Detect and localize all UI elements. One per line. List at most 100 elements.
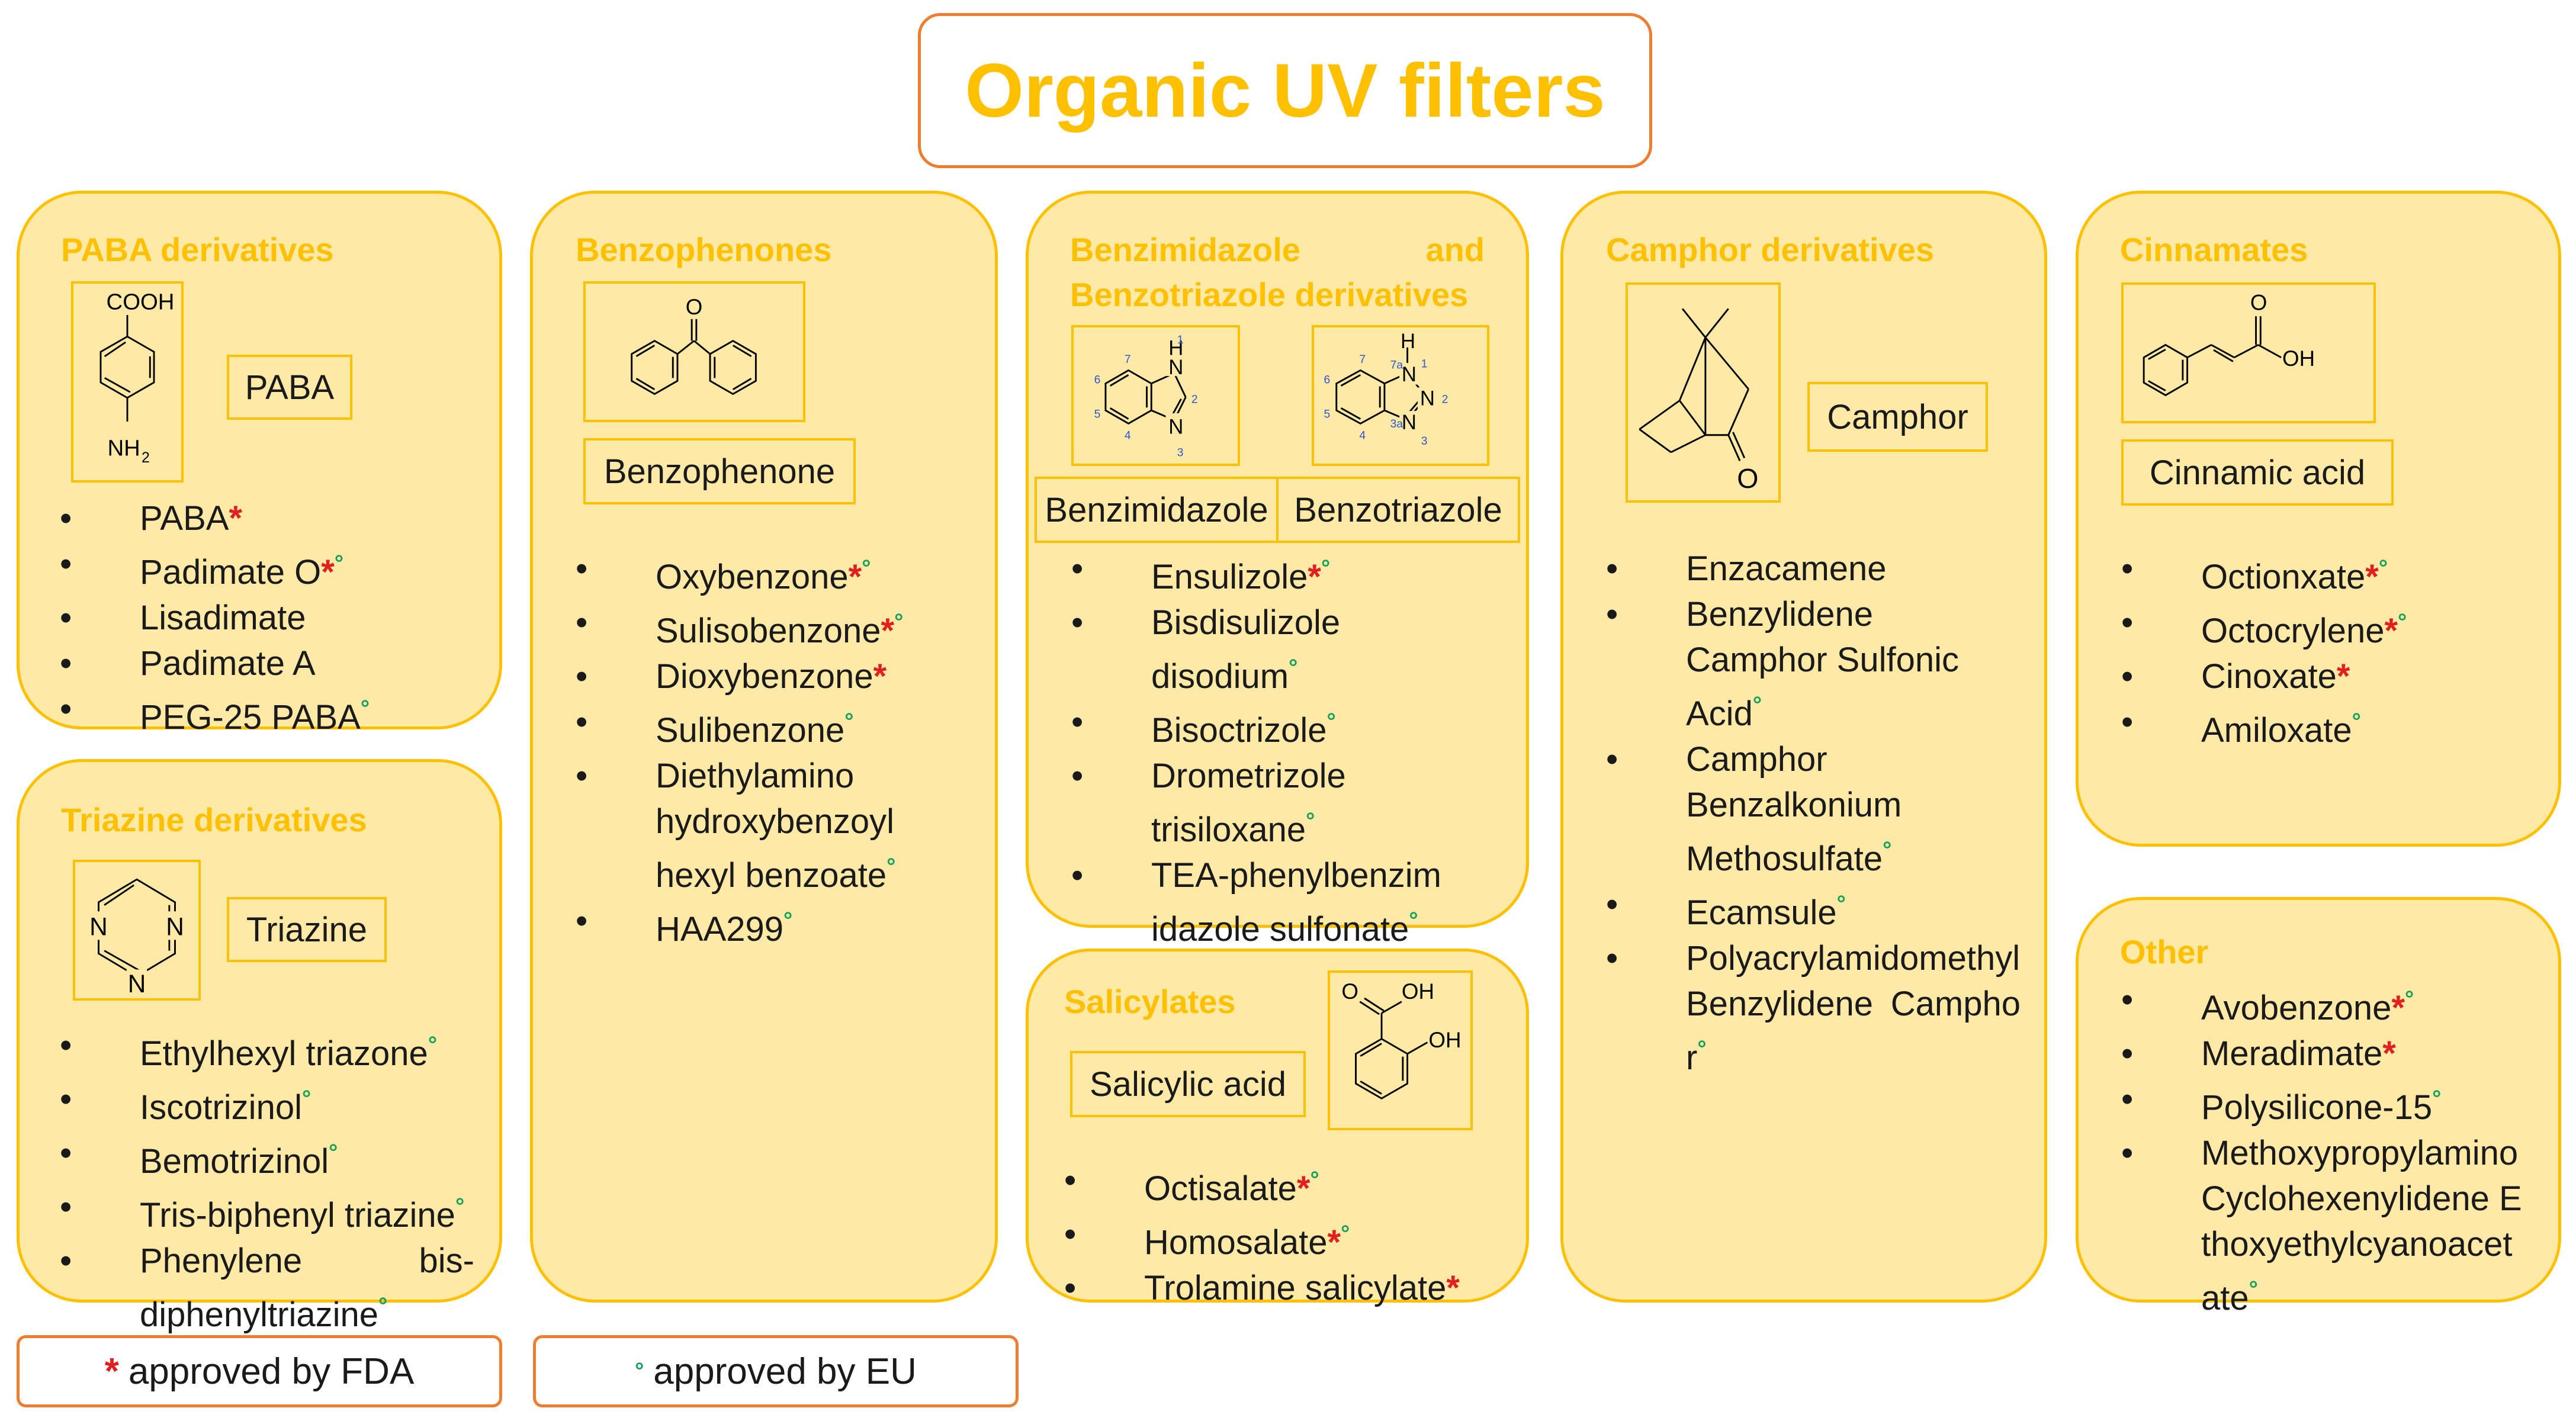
benzimidazole-n1-text: N xyxy=(1168,356,1183,379)
other-title: Other xyxy=(2120,933,2209,970)
camphor-panel: Camphor derivatives O Camphor Enzacame xyxy=(1560,191,2047,1303)
list-item: Sulibenzone° xyxy=(576,699,943,753)
salicylic-acid-structure: O OH OH xyxy=(1328,970,1473,1130)
benzophenones-panel: Benzophenones O Benzophenone Oxybenzone*… xyxy=(530,191,998,1303)
list-item: Avobenzone*° xyxy=(2121,977,2530,1031)
salicylic-oh-top-text: OH xyxy=(1402,979,1434,1004)
benzotriazole-n2-text: N xyxy=(1420,387,1435,410)
svg-text:5: 5 xyxy=(1094,409,1101,421)
salicylates-list: Octisalate*° Homosalate*° Trolamine sali… xyxy=(1064,1158,1491,1311)
camphor-o-text: O xyxy=(1737,463,1758,494)
benzotriazole-h-text: H xyxy=(1401,330,1415,353)
fda-mark: * xyxy=(104,1351,119,1392)
list-item: Polyacrylamidomethyl Benzylidene Camphor… xyxy=(1606,935,2021,1081)
paba-list: PABA* Padimate O*° Lisadimate Padimate A… xyxy=(60,496,486,740)
legend-eu: ° approved by EU xyxy=(533,1335,1019,1407)
salicylates-title: Salicylates xyxy=(1064,983,1236,1020)
cinnamates-list: Octionxate*° Octocrylene*° Cinoxate* Ami… xyxy=(2121,546,2536,753)
svg-text:7: 7 xyxy=(1125,353,1131,366)
list-item: Bisdisulizole disodium° xyxy=(1071,600,1456,699)
svg-text:7a: 7a xyxy=(1390,359,1403,372)
camphor-structure: O xyxy=(1626,282,1781,503)
paba-title: PABA derivatives xyxy=(61,231,334,268)
svg-text:6: 6 xyxy=(1094,374,1101,387)
legend-fda: * approved by FDA xyxy=(17,1335,502,1407)
cinnamates-title: Cinnamates xyxy=(2120,231,2308,268)
benzophenone-structure-svg: O xyxy=(631,295,757,396)
list-item: Iscotrizinol° xyxy=(60,1076,474,1130)
eu-mark: ° xyxy=(635,1358,644,1384)
salicylates-panel: Salicylates O OH OH Salicylic acid Octis… xyxy=(1026,949,1529,1311)
benzotriazole-structure-svg: H N N N 1 2 3 3a 4 5 6 7 7a xyxy=(1324,330,1448,448)
camphor-list: Enzacamene Benzylidene Camphor Sulfonic … xyxy=(1606,546,2021,1081)
cinnamates-panel: Cinnamates O OH Cinnamic acid Oc xyxy=(2076,191,2561,847)
svg-text:4: 4 xyxy=(1125,429,1131,442)
other-list: Avobenzone*° Meradimate* Polysilicone-15… xyxy=(2121,977,2530,1321)
benzimidazole-title-line2: Benzotriazole derivatives xyxy=(1070,276,1469,313)
list-item: Camphor Benzalkonium Methosulfate° xyxy=(1606,737,2021,882)
paba-nh-text: NH xyxy=(107,436,140,461)
list-item: Enzacamene xyxy=(1606,546,2021,591)
camphor-label: Camphor xyxy=(1807,382,1988,452)
paba-panel: PABA derivatives COOH NH 2 PABA PABA* Pa… xyxy=(17,191,502,737)
benzophenone-structure: O xyxy=(583,281,805,422)
salicylic-oh-side-text: OH xyxy=(1428,1028,1461,1052)
benzophenone-label: Benzophenone xyxy=(583,438,856,504)
benzotriazole-n3-text: N xyxy=(1402,411,1417,434)
cinnamic-o-text: O xyxy=(2250,291,2267,315)
cinnamic-oh-text: OH xyxy=(2282,346,2315,371)
list-item: Ensulizole*° xyxy=(1071,546,1456,600)
triazine-n-bottom: N xyxy=(128,970,146,998)
svg-text:6: 6 xyxy=(1324,374,1331,387)
list-item: Dioxybenzone* xyxy=(576,654,943,699)
legend-fda-text: approved by FDA xyxy=(128,1351,415,1392)
benzimidazole-n3-text: N xyxy=(1168,416,1183,439)
cinnamic-acid-structure-svg: O OH xyxy=(2143,291,2315,397)
paba-structure-svg: COOH NH 2 xyxy=(99,289,175,466)
list-item: Octisalate*° xyxy=(1064,1158,1491,1211)
list-item: Sulisobenzone*° xyxy=(576,600,943,654)
list-item: Amiloxate° xyxy=(2121,699,2536,753)
paba-cooh-text: COOH xyxy=(107,289,175,314)
list-item: Trolamine salicylate* xyxy=(1064,1265,1491,1311)
list-item: Phenylene bis-diphenyltriazine° xyxy=(60,1238,474,1338)
list-item: PABA* xyxy=(60,496,486,541)
salicylic-acid-label: Salicylic acid xyxy=(1070,1051,1306,1117)
svg-text:2: 2 xyxy=(1442,394,1448,406)
list-item: Methoxypropylamino Cyclohexenylidene Eth… xyxy=(2121,1130,2530,1321)
list-item: Octocrylene*° xyxy=(2121,600,2536,654)
svg-text:1: 1 xyxy=(1177,334,1184,346)
cinnamic-acid-label: Cinnamic acid xyxy=(2121,439,2394,506)
benzotriazole-structure: H N N N 1 2 3 3a 4 5 6 7 7a xyxy=(1312,325,1489,466)
list-item: Drometrizole trisiloxane° xyxy=(1071,753,1456,853)
list-item: Octionxate*° xyxy=(2121,546,2536,600)
other-panel: Other Avobenzone*° Meradimate* Polysilic… xyxy=(2076,897,2561,1317)
salicylic-acid-structure-svg: O OH OH xyxy=(1341,979,1462,1099)
benzimidazole-structure-svg: H N N 1 2 3 4 5 6 7 xyxy=(1094,334,1198,459)
benzimidazole-list: Ensulizole*° Bisdisulizole disodium° Bis… xyxy=(1071,546,1456,952)
triazine-structure: N N N xyxy=(73,860,201,1001)
triazine-panel: Triazine derivatives N N N Triazine Ethy… xyxy=(17,759,502,1334)
camphor-title: Camphor derivatives xyxy=(1606,231,1934,268)
benzophenone-o-text: O xyxy=(686,295,703,319)
benzimidazole-label: Benzimidazole xyxy=(1035,477,1279,543)
title-box: Organic UV filters xyxy=(918,13,1652,168)
list-item: Polysilicone-15° xyxy=(2121,1076,2530,1130)
list-item: Oxybenzone*° xyxy=(576,546,943,600)
paba-label: PABA xyxy=(227,355,352,420)
triazine-label: Triazine xyxy=(227,897,387,962)
svg-text:3: 3 xyxy=(1177,446,1184,459)
paba-structure: COOH NH 2 xyxy=(71,281,184,483)
svg-text:4: 4 xyxy=(1359,429,1366,442)
benzotriazole-label: Benzotriazole xyxy=(1276,477,1520,543)
list-item: Ethylhexyl triazone° xyxy=(60,1023,474,1076)
svg-text:3a: 3a xyxy=(1390,418,1403,430)
triazine-title: Triazine derivatives xyxy=(61,801,367,838)
triazine-n-right: N xyxy=(166,913,184,941)
list-item: Cinoxate* xyxy=(2121,654,2536,699)
paba-nh-subscript: 2 xyxy=(142,449,150,466)
triazine-n-left: N xyxy=(89,913,108,941)
list-item: TEA-phenylbenzimidazole sulfonate° xyxy=(1071,853,1456,952)
